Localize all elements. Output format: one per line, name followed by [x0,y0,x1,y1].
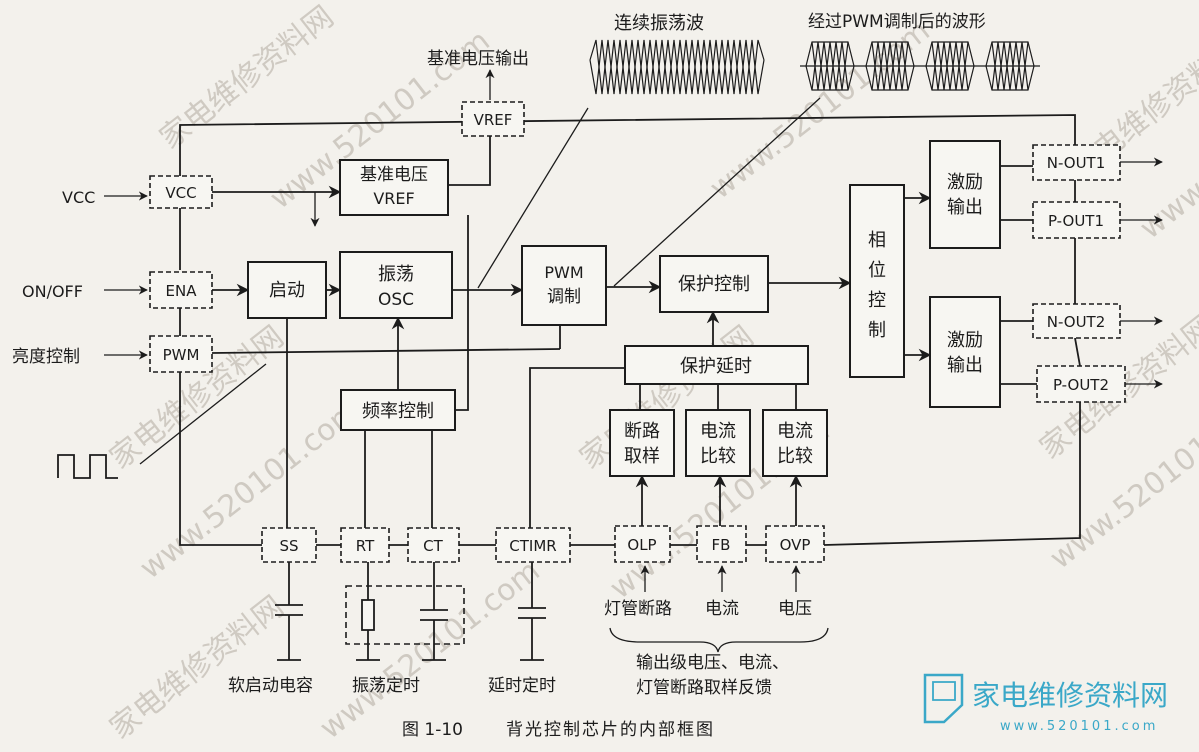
feedback-label-line2: 灯管断路取样反馈 [636,678,772,698]
onoff-input-label: ON/OFF [22,282,83,301]
pin-fb: FB [696,525,747,563]
block-label: 输出 [947,197,983,218]
pin-ss: SS [261,527,317,563]
pwm-wave-label: 经过PWM调制后的波形 [808,12,986,32]
block-label: 制 [868,320,886,341]
watermark-text: www.520101.com [313,553,546,746]
svg-text:PWM: PWM [163,346,200,364]
svg-text:N-OUT2: N-OUT2 [1047,313,1106,331]
block-label: 调制 [547,287,581,307]
pwm-modulator-block: PWM 调制 [521,245,607,326]
feedback-label-line1: 输出级电压、电流、 [636,653,789,673]
lamp-open-label: 灯管断路 [604,599,672,619]
svg-text:OVP: OVP [780,536,811,554]
square-wave-graphic [57,454,118,479]
oscillator-block: 振荡 OSC [339,251,453,319]
voltage-label: 电压 [778,599,812,619]
current-compare-1-block: 电流 比较 [685,409,751,477]
delay-capacitor [518,562,546,661]
protection-control-block: 保护控制 [659,255,769,313]
watermark-text: 家电维修资料网 [153,0,340,156]
pin-pwm: PWM [149,335,213,373]
brightness-input-label: 亮度控制 [12,347,80,367]
pin-vcc: VCC [149,175,213,209]
block-label: PWM [544,263,583,282]
figure-number: 图 1-10 [402,720,463,740]
svg-text:CT: CT [423,537,443,555]
continuous-wave-label: 连续振荡波 [614,13,704,34]
vref-generator-block: 基准电压 VREF [339,159,449,216]
block-label: 电流 [700,421,736,442]
svg-text:VREF: VREF [474,111,513,129]
current-label: 电流 [705,599,739,619]
block-label: 保护延时 [680,356,752,377]
block-label: 取样 [624,446,660,467]
svg-text:OLP: OLP [627,536,656,554]
soft-start-cap-label: 软启动电容 [228,676,313,696]
block-label: 频率控制 [362,401,434,422]
pin-n-out1: N-OUT1 [1032,144,1121,181]
site-logo: 家电维修资料网 www.520101.com [923,673,1168,734]
svg-text:P-OUT1: P-OUT1 [1048,212,1104,230]
pin-vref: VREF [461,101,525,137]
block-label: OSC [378,290,414,310]
block-label: 输出 [947,355,983,376]
block-label: 位 [868,260,886,281]
pin-ctimr: CTIMR [495,527,571,563]
pin-ct: CT [407,527,460,563]
phase-control-block: 相 位 控 制 [849,184,905,378]
pin-p-out1: P-OUT1 [1032,201,1121,239]
block-label: 电流 [777,421,813,442]
timing-rc-network [345,562,465,661]
pwm-modulated-wave-graphic [800,41,1040,91]
feedback-brace [609,627,829,653]
frequency-control-block: 频率控制 [340,389,456,431]
svg-text:FB: FB [712,536,731,554]
wires [104,69,1163,592]
pin-rt: RT [340,527,390,563]
protection-delay-block: 保护延时 [624,345,809,385]
svg-text:N-OUT1: N-OUT1 [1047,154,1106,172]
svg-text:P-OUT2: P-OUT2 [1053,376,1109,394]
block-label: 激励 [947,330,983,351]
current-compare-2-block: 电流 比较 [762,409,828,477]
vref-output-label: 基准电压输出 [427,49,529,69]
block-label: VREF [373,189,414,208]
svg-text:RT: RT [356,537,375,555]
block-label: 比较 [700,446,736,467]
block-label: 激励 [947,172,983,193]
vcc-input-label: VCC [62,188,95,207]
pin-ovp: OVP [765,525,825,563]
figure-caption: 背光控制芯片的内部框图 [506,720,715,740]
pin-ena: ENA [149,271,213,309]
block-label: 控 [868,290,886,311]
pin-n-out2: N-OUT2 [1032,303,1121,339]
block-label: 断路 [624,421,660,442]
start-block: 启动 [247,261,327,319]
logo-text: 家电维修资料网 [972,679,1168,712]
svg-text:VCC: VCC [165,184,196,202]
block-label: 启动 [269,280,305,301]
open-circuit-sample-block: 断路 取样 [609,409,675,477]
block-label: 振荡 [378,264,414,285]
block-label: 基准电压 [360,165,428,185]
soft-start-capacitor [275,562,303,661]
svg-text:SS: SS [279,537,298,555]
driver-output-2-block: 激励 输出 [929,296,1001,408]
watermark-text: 家电维修资料网 [103,589,290,746]
block-label: 相 [868,230,886,251]
pin-p-out2: P-OUT2 [1036,365,1126,403]
block-label: 保护控制 [678,274,750,295]
pin-olp: OLP [614,525,671,563]
logo-url: www.520101.com [1000,719,1158,734]
delay-timing-label: 延时定时 [488,676,556,696]
svg-text:ENA: ENA [166,282,198,300]
continuous-wave-graphic [589,39,765,95]
block-label: 比较 [777,446,813,467]
osc-timing-label: 振荡定时 [352,676,420,696]
driver-output-1-block: 激励 输出 [929,140,1001,249]
svg-text:CTIMR: CTIMR [509,537,556,555]
